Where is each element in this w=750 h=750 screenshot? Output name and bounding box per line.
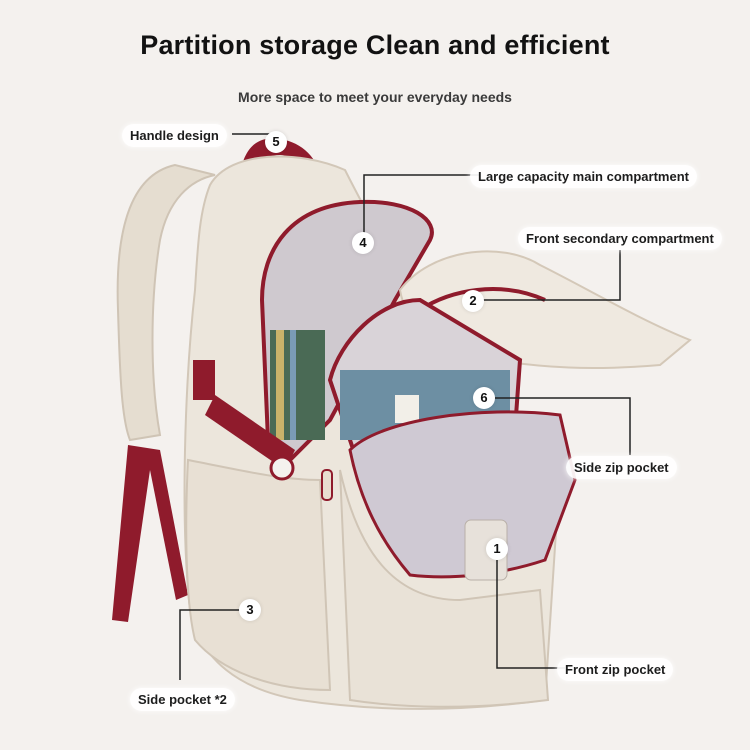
side-strap-loop bbox=[193, 360, 215, 400]
callout-number-front-zip: 1 bbox=[486, 538, 508, 560]
callout-number-front-secondary: 2 bbox=[462, 290, 484, 312]
callout-label-side-zip: Side zip pocket bbox=[566, 456, 677, 479]
side-pocket bbox=[185, 458, 332, 692]
callout-number-side-pocket: 3 bbox=[239, 599, 261, 621]
strap-buckle bbox=[269, 455, 295, 481]
page-title: Partition storage Clean and efficient bbox=[140, 30, 610, 60]
callout-label-main-compartment: Large capacity main compartment bbox=[470, 165, 697, 188]
top-handle bbox=[240, 138, 325, 192]
callout-label-handle: Handle design bbox=[122, 124, 227, 147]
leader-main bbox=[363, 174, 480, 235]
callout-number-handle: 5 bbox=[265, 131, 287, 153]
shoulder-strap bbox=[116, 163, 216, 442]
leader-side-zip bbox=[495, 397, 631, 455]
adjuster-strap bbox=[112, 445, 188, 622]
callout-label-front-secondary: Front secondary compartment bbox=[518, 227, 722, 250]
callout-number-main-compartment: 4 bbox=[352, 232, 374, 254]
leader-front-zip bbox=[496, 560, 565, 669]
callout-label-side-pocket: Side pocket *2 bbox=[130, 688, 235, 711]
leader-front-secondary bbox=[480, 250, 621, 301]
page-subtitle: More space to meet your everyday needs bbox=[238, 89, 512, 105]
leader-side-pocket bbox=[179, 609, 240, 680]
callout-number-side-zip: 6 bbox=[473, 387, 495, 409]
front-zip-pocket-body bbox=[339, 469, 550, 708]
callout-label-front-zip: Front zip pocket bbox=[557, 658, 674, 681]
